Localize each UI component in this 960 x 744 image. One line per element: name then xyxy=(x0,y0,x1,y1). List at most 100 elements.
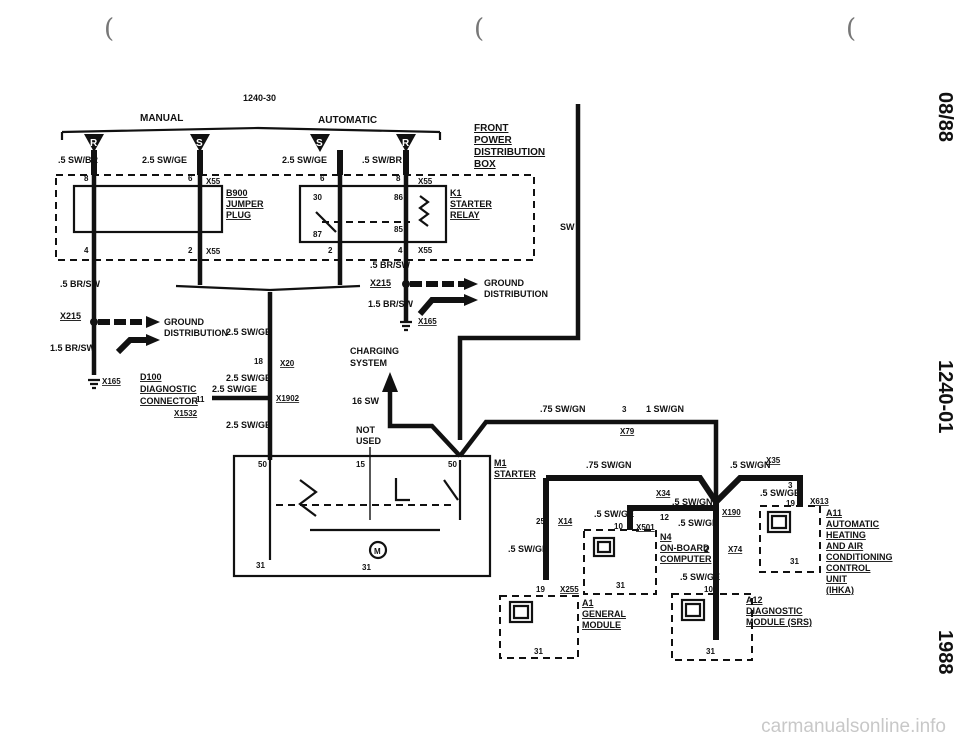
svg-text:3: 3 xyxy=(622,405,627,414)
svg-text:12: 12 xyxy=(660,513,669,522)
svg-text:31: 31 xyxy=(706,647,715,656)
side-year: 1988 xyxy=(934,630,956,675)
m1-label: M1 xyxy=(494,458,507,468)
m1-starter: M1 STARTER 50 15 50 M 31 31 xyxy=(232,454,536,578)
ground-label: GROUND xyxy=(164,317,204,327)
svg-text:8: 8 xyxy=(396,174,401,183)
a12-label: MODULE (SRS) xyxy=(746,617,812,627)
b900-label: B900 xyxy=(226,188,248,198)
ground-label: GROUND xyxy=(484,278,524,288)
wire-label: 2.5 SW/GE xyxy=(226,420,271,430)
svg-text:2: 2 xyxy=(704,545,709,554)
svg-text:6: 6 xyxy=(320,174,325,183)
svg-text:19: 19 xyxy=(786,499,795,508)
m1-label: STARTER xyxy=(494,469,536,479)
svg-text:31: 31 xyxy=(790,557,799,566)
paren-mark: ( xyxy=(474,14,485,44)
wire-label: .75 SW/GN xyxy=(540,404,586,414)
connector-x14: X14 xyxy=(558,517,573,526)
k1-label: STARTER xyxy=(450,199,492,209)
connector-x215: X215 xyxy=(370,278,391,288)
wire-label: .5 SW/GE xyxy=(594,509,634,519)
wire-label: 16 SW xyxy=(352,396,380,406)
connector-x55: X55 xyxy=(418,246,433,255)
connector-x20: X20 xyxy=(280,359,295,368)
n4-label: ON-BOARD xyxy=(660,543,710,553)
top-bracket: MANUAL 1240-30 AUTOMATIC xyxy=(60,93,442,140)
paren-mark: ( xyxy=(104,14,115,44)
wire-label: .5 SW/GE xyxy=(760,488,800,498)
watermark: carmanualsonline.info xyxy=(761,716,946,737)
d100-label: D100 xyxy=(140,372,162,382)
svg-text:19: 19 xyxy=(536,585,545,594)
svg-text:25: 25 xyxy=(536,517,545,526)
wire-label: .5 SW/GE xyxy=(680,572,720,582)
a12-label: A12 xyxy=(746,595,763,605)
front-power-label: POWER xyxy=(474,135,513,146)
a1-label: GENERAL xyxy=(582,609,627,619)
charging-label: SYSTEM xyxy=(350,358,387,368)
front-power-label: FRONT xyxy=(474,123,508,134)
ground-distribution-left: .5 BR/SW X215 GROUND DISTRIBUTION 1.5 BR… xyxy=(50,279,228,390)
wire-label: 1 SW/GN xyxy=(646,404,684,414)
connector-x190: X190 xyxy=(722,508,741,517)
connector-x74: X74 xyxy=(728,545,743,554)
wire-label: 1.5 BR/SW xyxy=(50,343,96,353)
svg-text:R: R xyxy=(402,138,410,149)
b900-label: PLUG xyxy=(226,210,251,220)
n4-label: N4 xyxy=(660,532,672,542)
front-power-label: BOX xyxy=(474,159,496,170)
a11-label: CONDITIONING xyxy=(826,552,893,562)
d100-label: CONNECTOR xyxy=(140,396,198,406)
connector-x1532: X1532 xyxy=(174,409,198,418)
svg-text:31: 31 xyxy=(534,647,543,656)
svg-text:2: 2 xyxy=(328,246,333,255)
a11-label: AUTOMATIC xyxy=(826,519,880,529)
a11-label: UNIT xyxy=(826,574,847,584)
connector-x1902: X1902 xyxy=(276,394,300,403)
wire-25-swge-label: 2.5 SW/GE xyxy=(282,155,327,165)
a11-label: HEATING xyxy=(826,530,866,540)
connector-x35: X35 xyxy=(766,456,781,465)
connector-x215: X215 xyxy=(60,311,81,321)
a1-label: MODULE xyxy=(582,620,621,630)
paren-mark: ( xyxy=(846,14,857,44)
svg-text:50: 50 xyxy=(258,460,267,469)
wire-label: 2.5 SW/GE xyxy=(226,327,271,337)
a1-label: A1 xyxy=(582,598,594,608)
a11-label: CONTROL xyxy=(826,563,871,573)
svg-text:3: 3 xyxy=(788,481,793,490)
svg-text:18: 18 xyxy=(254,357,263,366)
connector-x501: X501 xyxy=(636,523,655,532)
svg-text:86: 86 xyxy=(394,193,403,202)
b900-jumper-plug: B900 JUMPER PLUG 8 6 X55 4 2 X55 xyxy=(72,174,264,256)
not-used-label: NOT xyxy=(356,425,376,435)
fuse-r-left: R xyxy=(84,134,104,152)
motor-symbol: M xyxy=(374,547,381,556)
svg-text:10: 10 xyxy=(614,522,623,531)
svg-text:10: 10 xyxy=(704,585,713,594)
charging-system: CHARGING SYSTEM 16 SW NOT USED xyxy=(350,346,462,520)
svg-text:S: S xyxy=(316,138,323,149)
connector-x255: X255 xyxy=(560,585,579,594)
connector-x613: X613 xyxy=(810,497,829,506)
code-label: 1240-30 xyxy=(243,93,276,103)
k1-starter-relay: K1 STARTER RELAY 30 86 87 85 6 8 X55 2 4… xyxy=(298,174,492,255)
fuse-s-left: S xyxy=(190,134,210,152)
a11-ihka-control-unit: A11 AUTOMATIC HEATING AND AIR CONDITIONI… xyxy=(759,505,893,595)
wire-sw-label: SW xyxy=(560,222,575,232)
wire-05-swbr-label: .5 SW/BR xyxy=(362,155,403,165)
b900-label: JUMPER xyxy=(226,199,264,209)
wire-label: .5 SW/GN xyxy=(678,518,719,528)
svg-text:8: 8 xyxy=(84,174,89,183)
k1-label: RELAY xyxy=(450,210,480,220)
charging-label: CHARGING xyxy=(350,346,399,356)
wire-25-swge-label: 2.5 SW/GE xyxy=(142,155,187,165)
ground-label: DISTRIBUTION xyxy=(484,289,548,299)
a11-label: AND AIR xyxy=(826,541,864,551)
a12-label: DIAGNOSTIC xyxy=(746,606,803,616)
wire-label: .75 SW/GN xyxy=(586,460,632,470)
svg-text:30: 30 xyxy=(313,193,322,202)
svg-text:85: 85 xyxy=(394,225,403,234)
